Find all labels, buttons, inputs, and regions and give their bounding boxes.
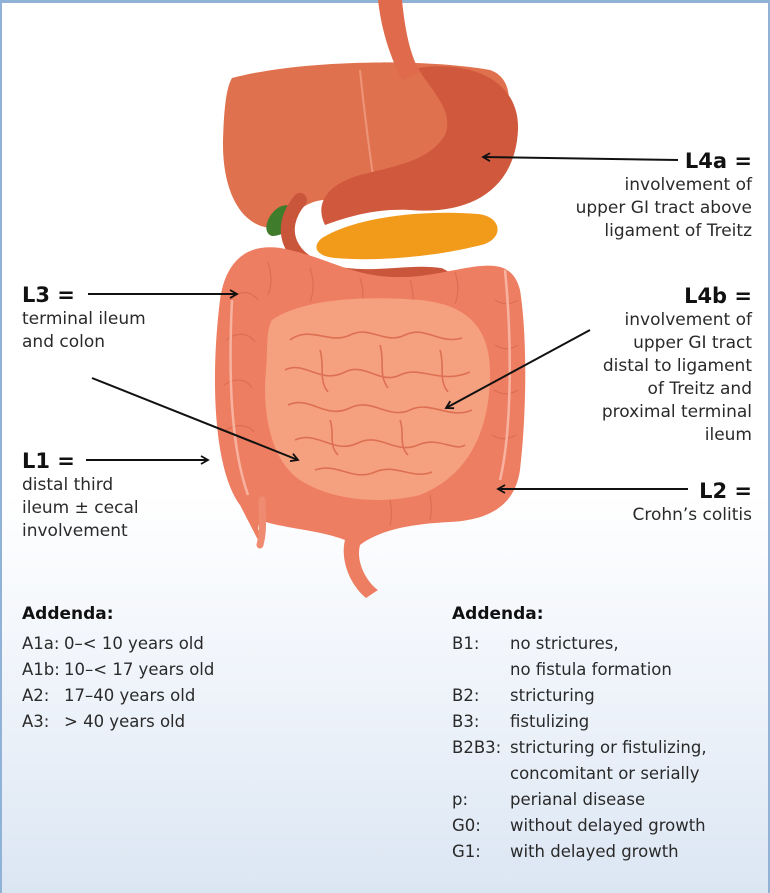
- addenda-text: > 40 years old: [64, 712, 185, 731]
- addenda-behavior-row: no fistula formation: [452, 658, 672, 681]
- label-l1: L1 = distal third ileum ± cecal involvem…: [22, 448, 222, 543]
- label-l2-head: L2 =: [552, 478, 752, 504]
- addenda-text: no fistula formation: [510, 660, 672, 679]
- addenda-age-title: Addenda:: [22, 604, 114, 624]
- addenda-behavior-row: B2:stricturing: [452, 684, 595, 707]
- addenda-text: no strictures,: [510, 634, 619, 653]
- label-l4b-line: ileum: [552, 424, 752, 447]
- addenda-behavior-row: B3:fistulizing: [452, 710, 589, 733]
- label-l4b-line: upper GI tract: [552, 332, 752, 355]
- addenda-text: perianal disease: [510, 790, 645, 809]
- label-l4b-line: proximal terminal: [552, 401, 752, 424]
- label-l1-line: distal third: [22, 474, 222, 497]
- addenda-behavior-row: G0:without delayed growth: [452, 814, 706, 837]
- addenda-age-row: A3:> 40 years old: [22, 710, 185, 733]
- label-l4b-line: of Treitz and: [552, 378, 752, 401]
- label-l2: L2 = Crohn’s colitis: [552, 478, 752, 527]
- appendix: [260, 500, 263, 545]
- addenda-behavior-title: Addenda:: [452, 604, 544, 624]
- addenda-age-row: A1a:0–< 10 years old: [22, 632, 204, 655]
- addenda-text: fistulizing: [510, 712, 589, 731]
- addenda-code: B1:: [452, 632, 510, 655]
- addenda-behavior-row: B1:no strictures,: [452, 632, 619, 655]
- small-intestine: [265, 298, 490, 500]
- addenda-age-row: A1b:10–< 17 years old: [22, 658, 214, 681]
- label-l3-line: terminal ileum: [22, 308, 222, 331]
- addenda-behavior-row: G1:with delayed growth: [452, 840, 679, 863]
- label-l1-line: ileum ± cecal: [22, 497, 222, 520]
- label-l4a-head: L4a =: [552, 148, 752, 174]
- addenda-code: B2B3:: [452, 736, 510, 759]
- addenda-behavior-row: B2B3:stricturing or fistulizing,: [452, 736, 707, 759]
- addenda-text: concomitant or serially: [510, 764, 699, 783]
- label-l3: L3 = terminal ileum and colon: [22, 282, 222, 354]
- addenda-behavior-row: p:perianal disease: [452, 788, 645, 811]
- label-l4b: L4b = involvement of upper GI tract dist…: [552, 283, 752, 447]
- label-l4a-line: involvement of: [552, 174, 752, 197]
- addenda-text: with delayed growth: [510, 842, 679, 861]
- label-l4b-line: involvement of: [552, 309, 752, 332]
- addenda-code: p:: [452, 788, 510, 811]
- addenda-code: B2:: [452, 684, 510, 707]
- label-l3-line: and colon: [22, 331, 222, 354]
- addenda-text: 10–< 17 years old: [64, 660, 214, 679]
- addenda-code: G0:: [452, 814, 510, 837]
- label-l2-line: Crohn’s colitis: [552, 504, 752, 527]
- addenda-code: B3:: [452, 710, 510, 733]
- addenda-code: A2:: [22, 684, 64, 707]
- label-l1-line: involvement: [22, 520, 222, 543]
- label-l1-head: L1 =: [22, 448, 222, 474]
- addenda-text: without delayed growth: [510, 816, 706, 835]
- label-l4b-line: distal to ligament: [552, 355, 752, 378]
- addenda-text: 0–< 10 years old: [64, 634, 204, 653]
- addenda-code: A1a:: [22, 632, 64, 655]
- addenda-text: stricturing: [510, 686, 595, 705]
- label-l4a: L4a = involvement of upper GI tract abov…: [552, 148, 752, 243]
- label-l3-head: L3 =: [22, 282, 222, 308]
- addenda-code: G1:: [452, 840, 510, 863]
- pancreas: [316, 213, 497, 259]
- addenda-behavior-row: concomitant or serially: [452, 762, 699, 785]
- addenda-text: 17–40 years old: [64, 686, 195, 705]
- addenda-text: stricturing or fistulizing,: [510, 738, 707, 757]
- label-l4a-line: upper GI tract above: [552, 197, 752, 220]
- addenda-code: A1b:: [22, 658, 64, 681]
- label-l4b-head: L4b =: [552, 283, 752, 309]
- addenda-age-row: A2:17–40 years old: [22, 684, 195, 707]
- addenda-code: A3:: [22, 710, 64, 733]
- label-l4a-line: ligament of Treitz: [552, 220, 752, 243]
